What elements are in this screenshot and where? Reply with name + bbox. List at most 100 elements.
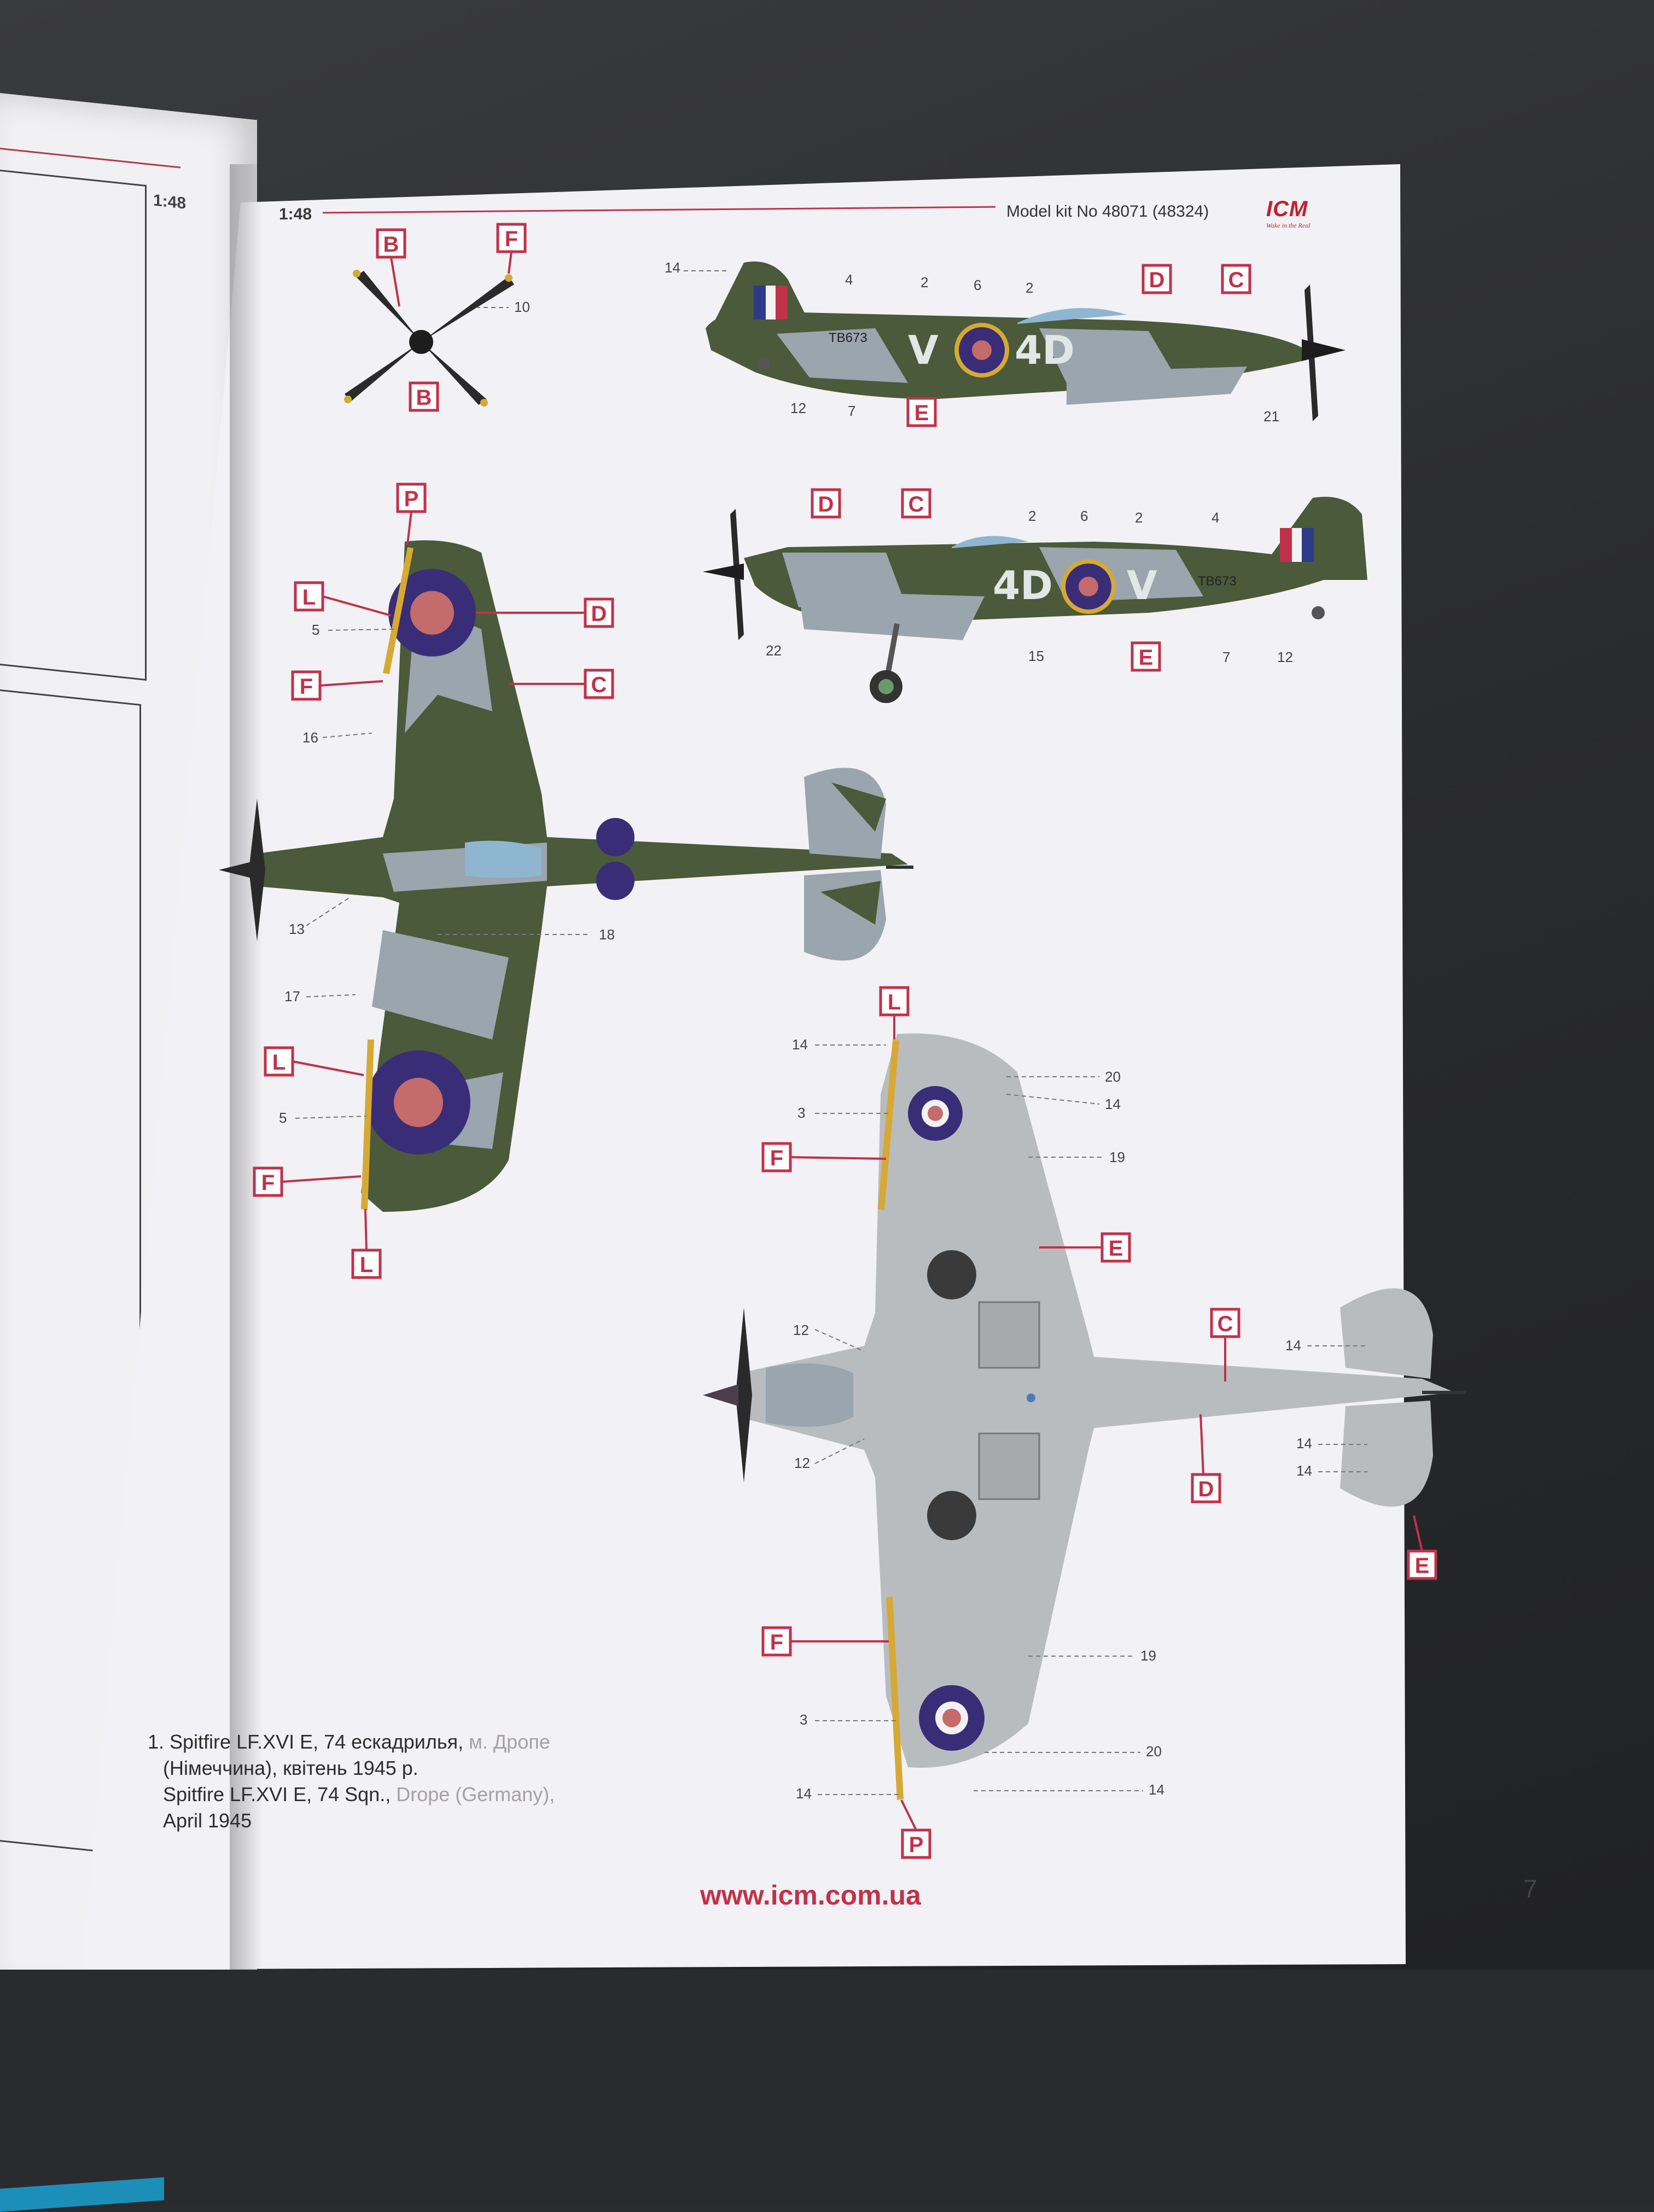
part-number: 14 (1149, 1781, 1164, 1798)
caption-line1b: м. Дропе (469, 1731, 550, 1753)
callout-B-top: B (376, 228, 406, 259)
callout-label: D (1149, 268, 1165, 292)
callout-label: F (770, 1146, 783, 1170)
part-number: 15 (1028, 648, 1044, 664)
callout-E-right: E (1131, 641, 1161, 672)
callout-label: B (416, 386, 432, 410)
code-letter-V-right: V (1127, 562, 1157, 608)
leader-line (292, 1060, 364, 1076)
callout-label: E (915, 401, 929, 425)
part-number: 17 (284, 988, 300, 1005)
leader-line (790, 1156, 887, 1160)
top-view (219, 540, 913, 1212)
callout-F-top2: F (253, 1166, 283, 1197)
part-number: 7 (1222, 649, 1230, 665)
brand-tagline: Wake in the Real (1266, 222, 1311, 229)
callout-label: C (591, 673, 607, 697)
part-number: 5 (312, 622, 319, 638)
part-number: 2 (1135, 509, 1143, 526)
brand-name: ICM (1266, 197, 1308, 221)
caption-line1a: 1. Spitfire LF.XVI E, 74 ескадрилья, (148, 1731, 469, 1753)
part-number: 19 (1109, 1149, 1125, 1165)
part-number: 22 (766, 642, 782, 659)
callout-label: L (888, 990, 901, 1014)
kit-number: Model kit No 48071 (48324) (1006, 202, 1209, 220)
code-letters-4D: 4D (1015, 327, 1075, 373)
callout-label: F (300, 675, 313, 699)
callout-label: D (591, 602, 607, 626)
leader-dash (328, 629, 394, 631)
callout-D-right: D (811, 488, 841, 519)
caption-line4: April 1945 (163, 1809, 252, 1832)
part-number: 18 (599, 926, 615, 943)
leader-dash (322, 733, 372, 738)
leader-line (364, 1209, 368, 1251)
part-number: 14 (1296, 1435, 1312, 1452)
part-number: 21 (1263, 408, 1279, 425)
callout-label: E (1415, 1554, 1430, 1578)
leader-line (390, 257, 400, 307)
callout-label: D (818, 492, 834, 516)
serial-number-right: TB673 (1198, 574, 1237, 589)
serial-number: TB673 (829, 330, 867, 345)
callout-E-bottom2: E (1407, 1549, 1437, 1580)
part-number: 5 (279, 1110, 287, 1126)
part-number: 4 (845, 271, 853, 288)
table-surface-bottom (0, 1970, 1654, 2206)
part-number: 14 (792, 1036, 808, 1053)
callout-label: F (261, 1171, 275, 1195)
part-number: 3 (800, 1711, 807, 1728)
icm-logo: ICM Wake in the Real (1266, 197, 1343, 241)
part-number: 2 (921, 274, 928, 291)
callout-label: L (360, 1253, 373, 1277)
part-number: 16 (302, 729, 318, 746)
propeller-diagram (344, 270, 514, 407)
callout-label: E (1139, 646, 1154, 670)
part-number: 20 (1146, 1743, 1162, 1760)
code-letter-V: V (908, 327, 939, 373)
side-profile-left: V 4D TB673 (706, 262, 1346, 421)
callout-L-top1: L (294, 581, 324, 612)
part-number: 12 (794, 1455, 810, 1471)
leader-dash (1006, 1094, 1100, 1105)
callout-label: C (1218, 1312, 1233, 1336)
code-letters-4D-right: 4D (993, 562, 1053, 608)
part-number: 2 (1026, 280, 1033, 296)
callout-D-top: D (584, 597, 614, 628)
callout-L-bottom1: L (879, 986, 910, 1017)
callout-P-top: P (396, 483, 427, 513)
callout-F-prop: F (496, 223, 527, 253)
callout-label: F (505, 227, 518, 251)
callout-C-bottom: C (1210, 1308, 1240, 1338)
part-number: 14 (1285, 1337, 1301, 1354)
leader-line (319, 680, 383, 687)
part-number: 14 (1105, 1096, 1121, 1112)
callout-P-bottom: P (901, 1828, 931, 1859)
leader-dash (306, 897, 351, 926)
leader-line (406, 511, 412, 545)
part-number: 7 (848, 403, 855, 419)
part-number: 6 (1080, 508, 1088, 524)
leader-line (322, 595, 392, 617)
scale-label: 1:48 (279, 205, 312, 223)
website-url: www.icm.com.ua (700, 1880, 921, 1911)
leader-line (281, 1175, 362, 1183)
part-number: 10 (514, 299, 530, 315)
caption-line3b: Drope (Germany), (396, 1783, 555, 1805)
part-number: 4 (1212, 509, 1219, 526)
part-number: 6 (974, 277, 981, 293)
callout-E-bottom1: E (1100, 1232, 1131, 1263)
part-number: 2 (1028, 508, 1036, 524)
scheme-caption: 1. Spitfire LF.XVI E, 74 ескадрилья, м. … (148, 1729, 596, 1834)
leader-dash (306, 994, 356, 997)
caption-line3a: Spitfire LF.XVI E, 74 Sqn., (163, 1783, 397, 1805)
leader-dash (814, 1329, 865, 1352)
leader-line (1413, 1515, 1423, 1552)
callout-label: F (770, 1630, 783, 1654)
callout-label: P (404, 487, 419, 511)
page-gutter-shadow (230, 164, 263, 1970)
part-number: 14 (796, 1785, 812, 1802)
callout-C-side: C (1221, 264, 1251, 294)
callout-label: E (1109, 1236, 1123, 1261)
